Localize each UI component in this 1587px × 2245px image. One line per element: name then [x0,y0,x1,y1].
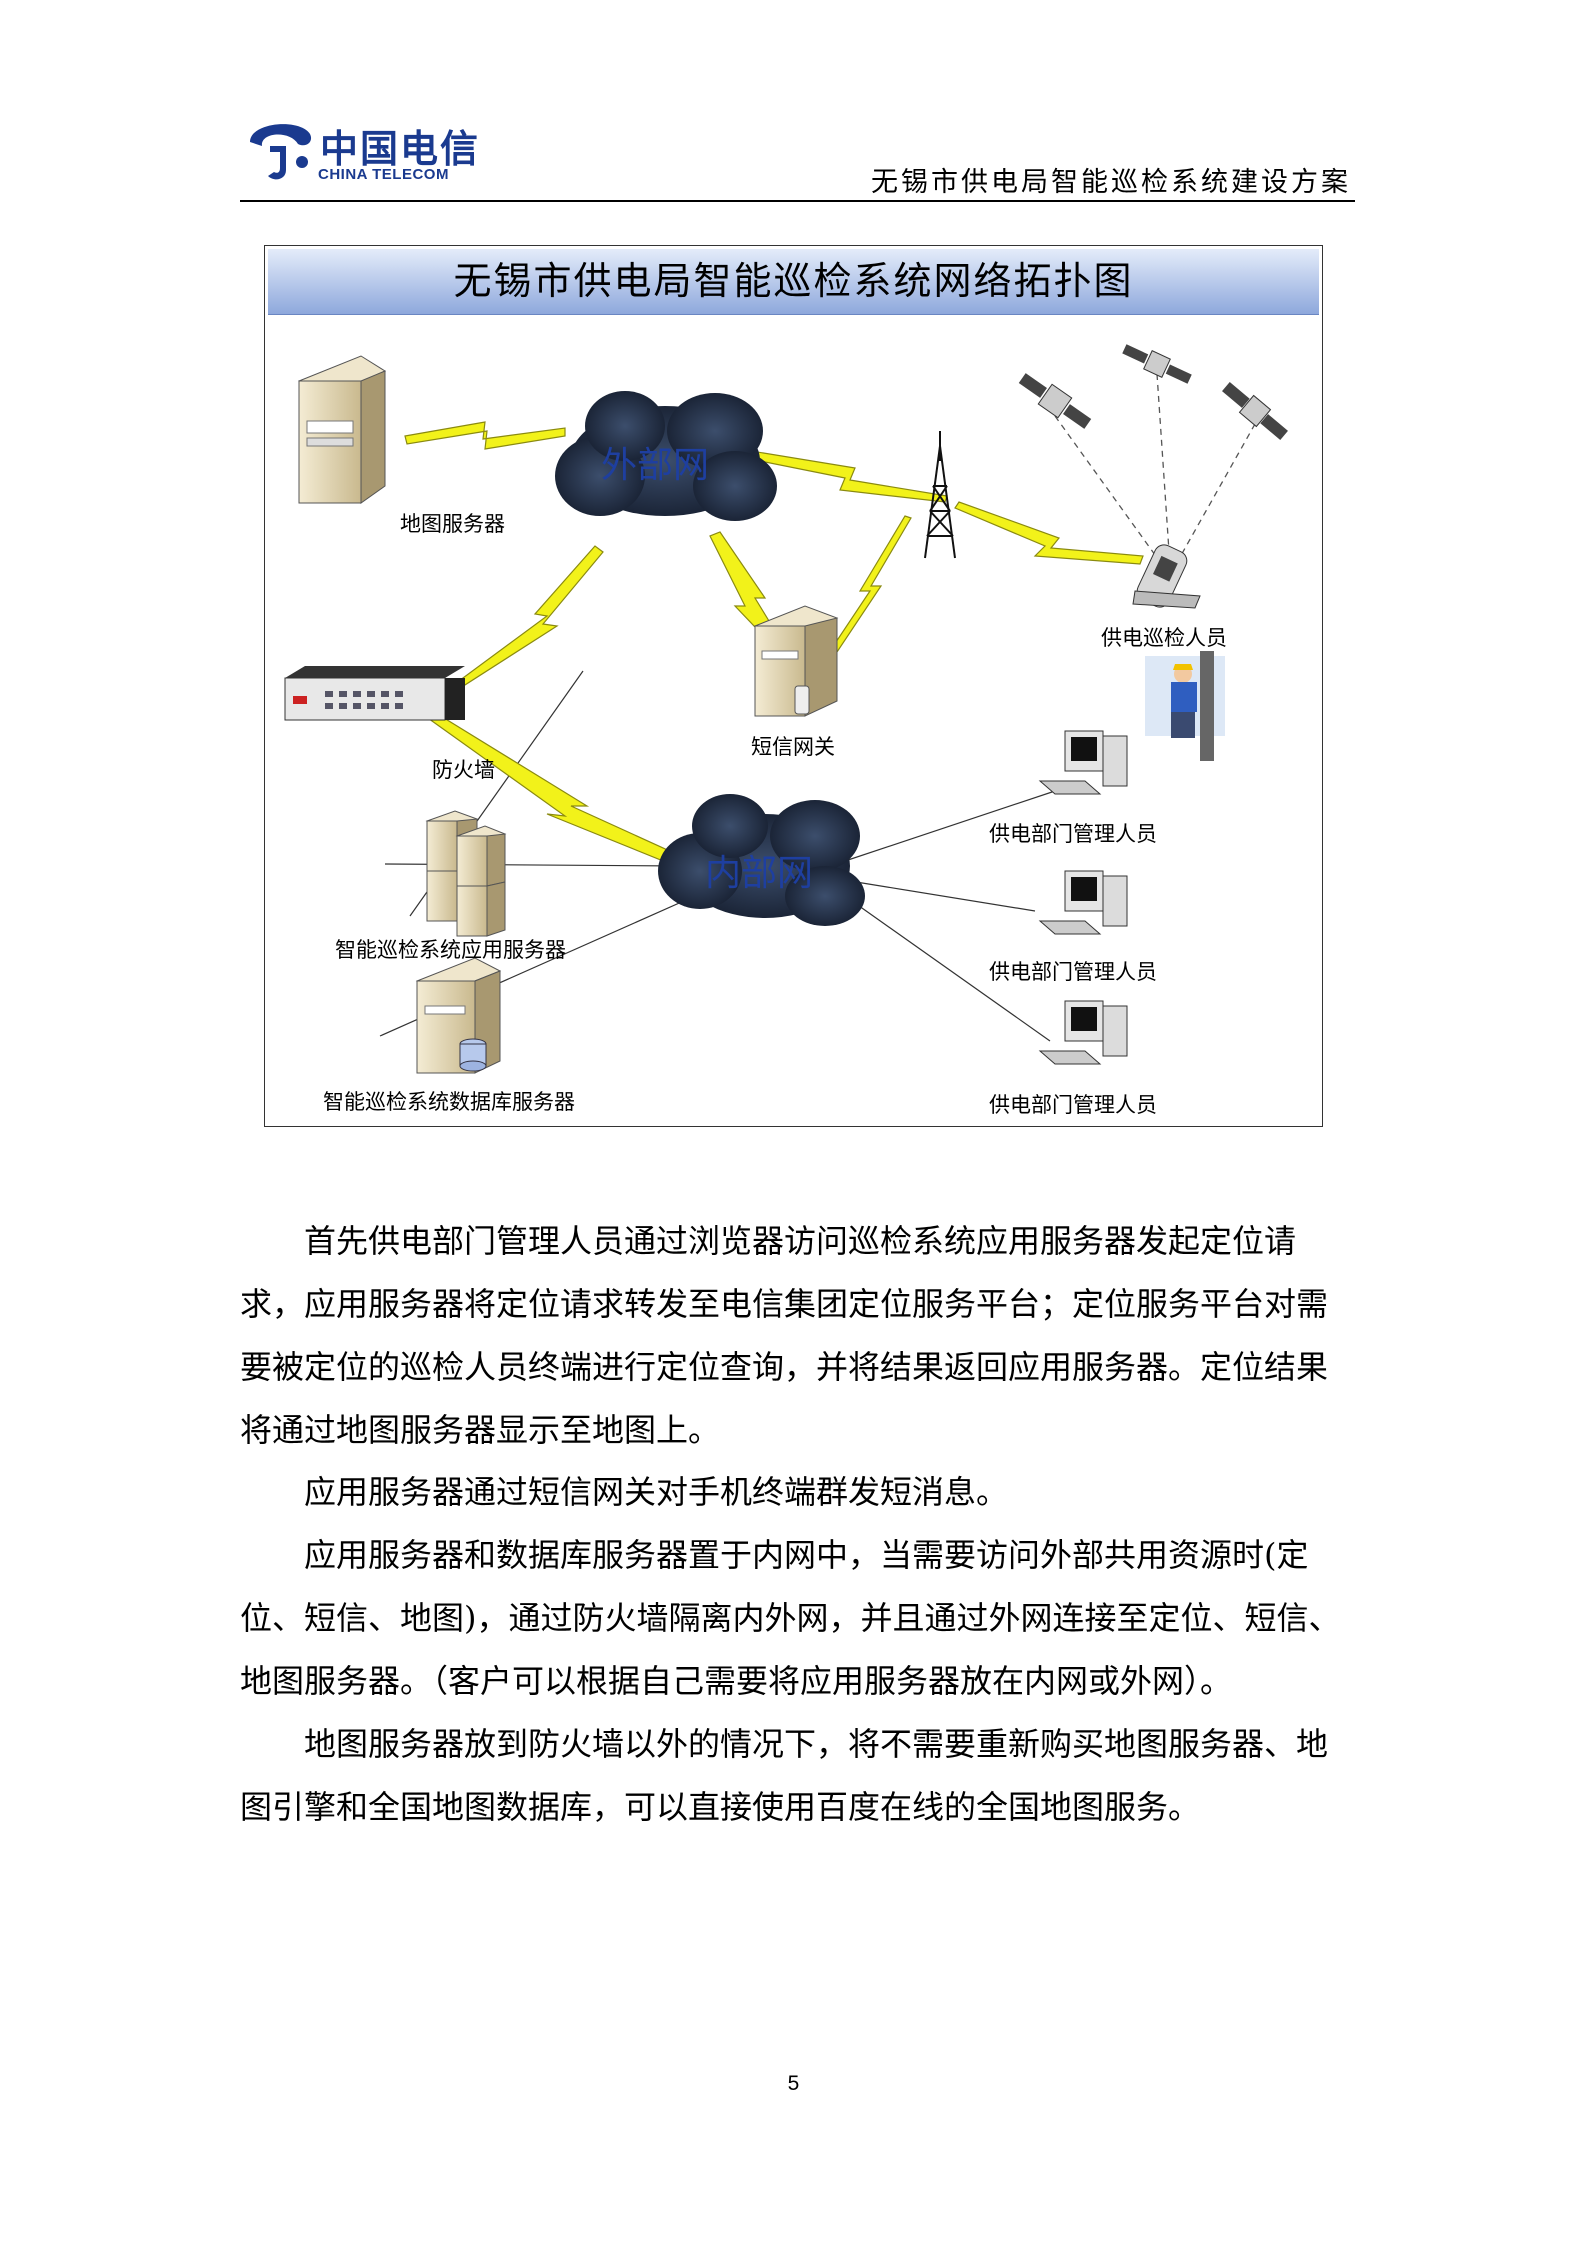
satellite-links [1054,373,1256,567]
paragraph-3: 应用服务器和数据库服务器置于内网中，当需要访问外部共用资源时(定位、短信、地图)… [240,1536,1341,1700]
bolt-sms-tower [819,515,912,671]
topology-graphics [284,344,1288,1074]
china-telecom-logo: 中国电信 CHINA TELECOM [240,112,490,192]
manager-label-1: 供电部门管理人员 [989,822,1157,846]
database-server-icon [415,957,502,1074]
paragraph-2: 应用服务器通过短信网关对手机终端群发短消息。 [304,1473,1009,1511]
satellite-icon [1122,344,1192,384]
logo-english-text: CHINA TELECOM [318,166,449,183]
pc-workstation-icon-2 [1038,870,1128,935]
lineman-worker-icon [1145,651,1225,761]
bolt-tower-inspector [954,501,1144,565]
page-number: 5 [787,2072,800,2095]
china-telecom-swirl-icon [250,124,312,180]
application-server-icon [425,810,507,937]
logo-chinese-text: 中国电信 [320,127,481,171]
app-server-label: 智能巡检系统应用服务器 [335,938,566,962]
internal-network-label: 内部网 [705,853,814,894]
network-topology-diagram: 无锡市供电局智能巡检系统网络拓扑图 [264,245,1323,1127]
paragraph-1: 首先供电部门管理人员通过浏览器访问巡检系统应用服务器发起定位请求，应用服务器将定… [240,1222,1329,1449]
satellite-icon [1018,373,1092,429]
header-divider [240,200,1355,202]
map-server-label: 地图服务器 [400,512,505,536]
inspector-label: 供电巡检人员 [1101,626,1227,650]
external-network-cloud [555,391,777,521]
document-header-title: 无锡市供电局智能巡检系统建设方案 [871,167,1351,198]
db-server-label: 智能巡检系统数据库服务器 [323,1090,575,1114]
manager-label-3: 供电部门管理人员 [989,1093,1157,1117]
sms-gateway-label: 短信网关 [751,735,835,759]
firewall-icon [284,666,465,721]
cell-tower-icon [924,431,956,559]
bolt-mapserver-external [404,421,566,450]
mobile-phone-icon [1132,544,1201,609]
firewall-label: 防火墙 [432,758,495,782]
satellite-icon [1222,381,1288,441]
sms-gateway-icon [753,605,839,717]
paragraph-4: 地图服务器放到防火墙以外的情况下，将不需要重新购买地图服务器、地图引擎和全国地图… [240,1725,1329,1826]
diagram-title: 无锡市供电局智能巡检系统网络拓扑图 [268,249,1319,315]
internal-network-cloud [658,794,865,926]
external-network-label: 外部网 [601,445,710,486]
pc-workstation-icon-3 [1038,1000,1128,1065]
manager-label-2: 供电部门管理人员 [989,960,1157,984]
map-server-icon [297,355,387,504]
satellite-icons [1018,344,1288,441]
pc-workstation-icon-1 [1038,730,1128,795]
